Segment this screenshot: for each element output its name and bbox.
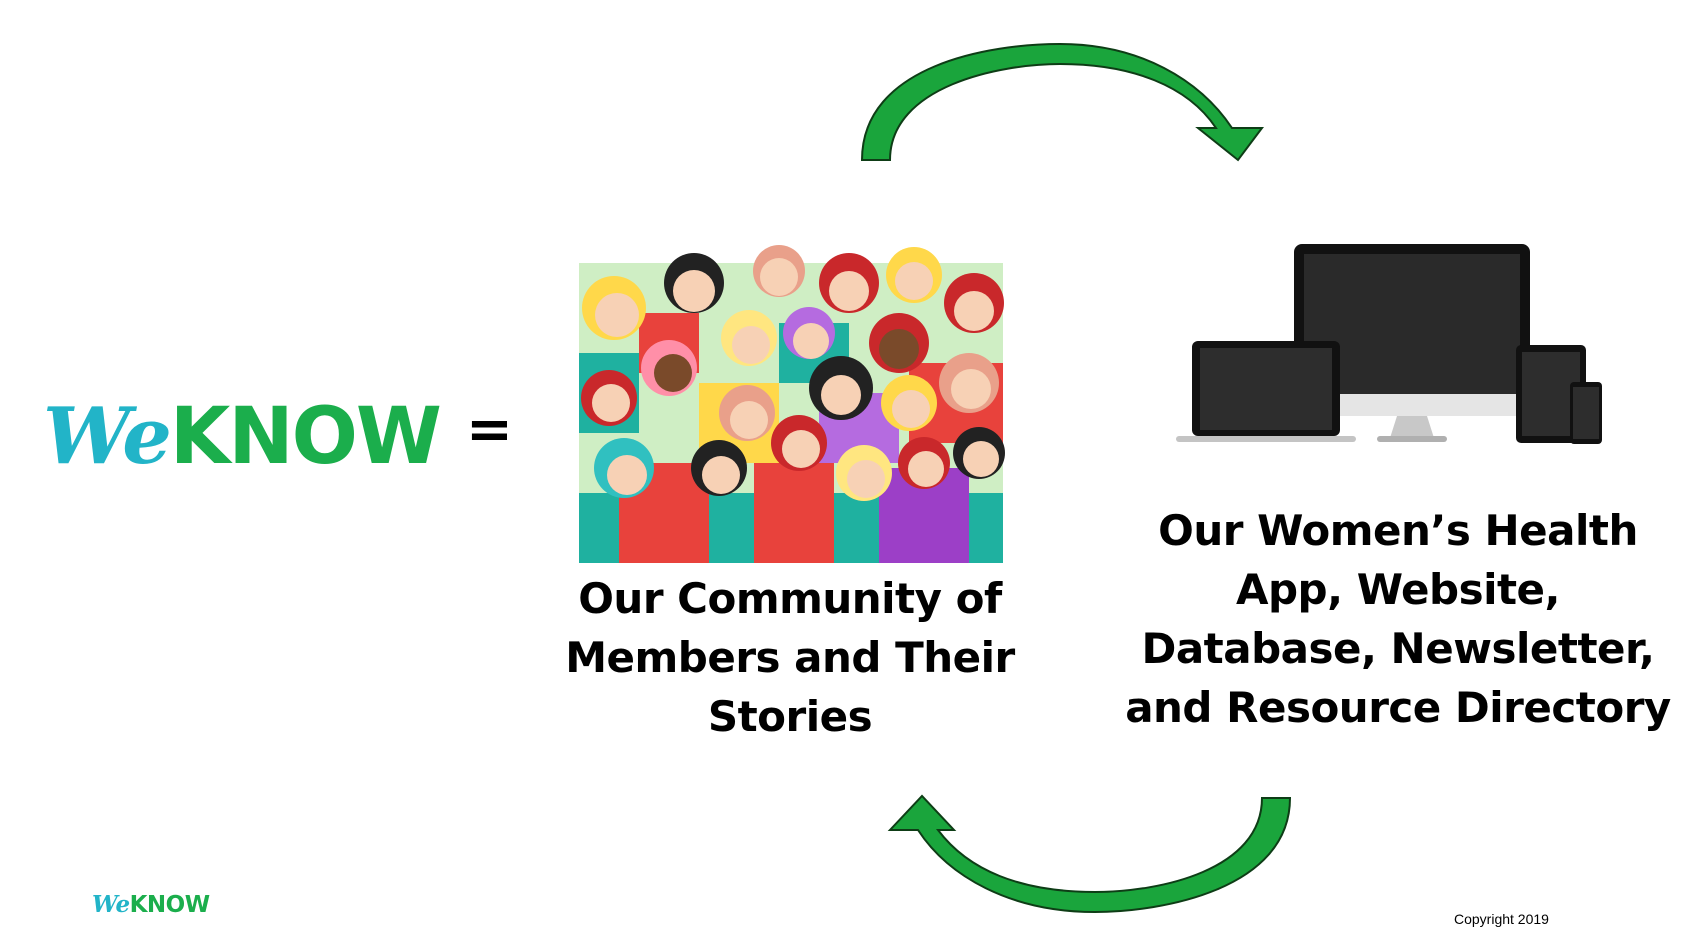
weknow-logo: WeKNOW: [43, 398, 442, 477]
tech-caption-line-1: Our Women’s Health: [1158, 506, 1638, 555]
community-caption-line-2: Members and Their: [565, 633, 1015, 682]
logo-small-we: We: [92, 891, 130, 918]
community-caption-line-1: Our Community of: [578, 574, 1002, 623]
crowd-of-women-illustration: [579, 245, 1005, 563]
equals-sign: =: [466, 397, 513, 462]
community-caption-line-3: Stories: [707, 692, 873, 741]
tech-caption-line-3: Database, Newsletter,: [1141, 624, 1655, 673]
devices-icon: [1176, 244, 1602, 444]
tech-caption: Our Women’s Health App, Website, Databas…: [1118, 510, 1678, 746]
logo-we: We: [43, 391, 172, 482]
logo-small-know: KNOW: [129, 892, 211, 918]
logo-know: KNOW: [169, 392, 442, 482]
weknow-logo-small: WeKNOW: [92, 893, 210, 917]
community-caption: Our Community of Members and Their Stori…: [560, 578, 1020, 755]
tech-caption-line-4: and Resource Directory: [1125, 683, 1671, 732]
copyright-text: Copyright 2019: [1454, 911, 1549, 927]
tech-caption-line-2: App, Website,: [1235, 565, 1561, 614]
